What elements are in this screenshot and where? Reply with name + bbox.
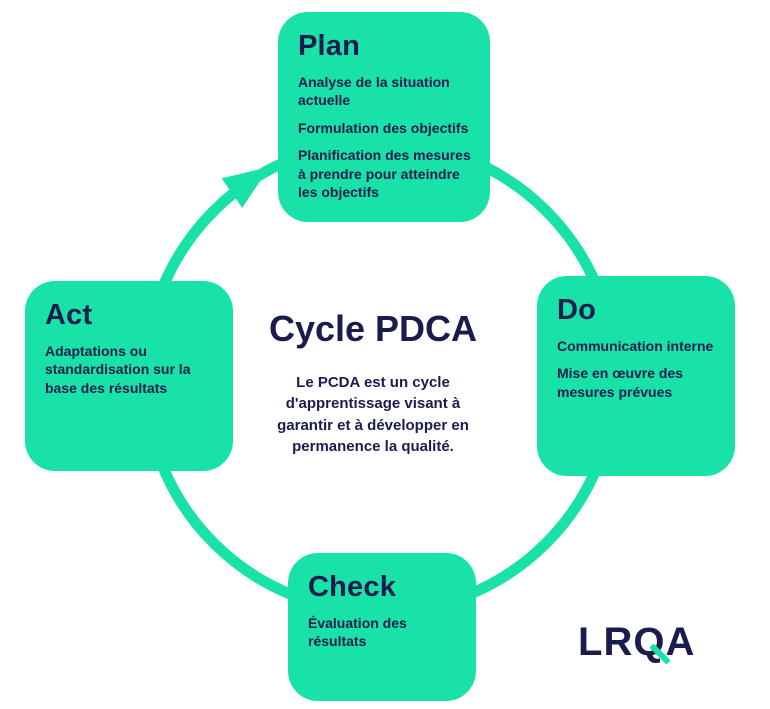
logo-letter-q: Q (633, 620, 666, 664)
do-box: Do Communication interne Mise en œuvre d… (537, 276, 735, 476)
act-item: Adaptations ou standardisation sur la ba… (45, 343, 191, 396)
plan-box: Plan Analyse de la situation actuelle Fo… (278, 12, 490, 222)
lrqa-logo: L R Q A (578, 620, 695, 665)
logo-letter: R (603, 620, 634, 664)
clockwise-arrow-icon (221, 166, 270, 208)
logo-letter: A (665, 620, 696, 664)
do-item: Mise en œuvre des mesures prévues (557, 365, 684, 400)
plan-item: Planification des mesures à prendre pour… (298, 147, 471, 201)
do-title: Do (557, 294, 597, 326)
check-item: Évaluation des résultats (308, 615, 407, 650)
check-box: Check Évaluation des résultats (288, 553, 476, 701)
act-title: Act (45, 299, 93, 331)
plan-item: Formulation des objectifs (298, 119, 469, 136)
logo-letter: L (578, 620, 604, 664)
do-item: Communication interne (557, 338, 714, 354)
plan-title: Plan (298, 30, 361, 62)
check-title: Check (308, 571, 397, 603)
act-box: Act Adaptations ou standardisation sur l… (25, 281, 233, 471)
diagram-title: Cycle PDCA (268, 308, 478, 349)
diagram-description: Le PCDA est un cycle d'apprentissage vis… (277, 374, 469, 455)
plan-item: Analyse de la situation actuelle (298, 74, 450, 109)
